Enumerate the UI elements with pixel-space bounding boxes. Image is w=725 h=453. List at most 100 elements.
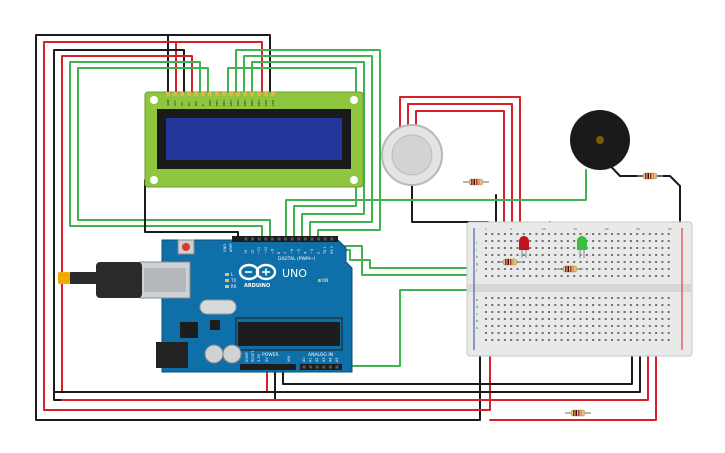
breadboard-hole[interactable] xyxy=(611,233,613,235)
breadboard-hole[interactable] xyxy=(648,275,651,277)
breadboard-hole[interactable] xyxy=(485,318,487,320)
lcd-pin[interactable] xyxy=(222,92,226,96)
breadboard-hole[interactable] xyxy=(667,297,670,299)
breadboard-hole[interactable] xyxy=(636,297,639,299)
breadboard-hole[interactable] xyxy=(573,233,576,235)
breadboard-hole[interactable] xyxy=(529,318,532,320)
analog-pin[interactable] xyxy=(315,365,319,369)
breadboard-hole[interactable] xyxy=(642,311,645,313)
breadboard-hole[interactable] xyxy=(503,297,506,299)
breadboard-hole[interactable] xyxy=(566,304,569,306)
breadboard-hole[interactable] xyxy=(522,261,525,263)
breadboard-hole[interactable] xyxy=(510,304,513,306)
wire-red-sensor-2[interactable] xyxy=(407,103,513,227)
breadboard-hole[interactable] xyxy=(661,304,664,306)
breadboard-hole[interactable] xyxy=(617,332,620,334)
breadboard-hole[interactable] xyxy=(510,240,513,242)
breadboard-hole[interactable] xyxy=(548,240,550,242)
breadboard-hole[interactable] xyxy=(636,268,639,270)
breadboard-hole[interactable] xyxy=(491,339,494,341)
lcd-pin[interactable] xyxy=(215,92,219,96)
breadboard-hole[interactable] xyxy=(529,254,532,256)
breadboard-hole[interactable] xyxy=(617,304,620,306)
breadboard-hole[interactable] xyxy=(541,247,544,249)
breadboard-hole[interactable] xyxy=(667,339,670,341)
breadboard-hole[interactable] xyxy=(623,325,626,327)
breadboard-hole[interactable] xyxy=(573,297,576,299)
breadboard-hole[interactable] xyxy=(604,297,607,299)
breadboard-hole[interactable] xyxy=(629,311,632,313)
lcd-pin[interactable] xyxy=(250,92,254,96)
breadboard-hole[interactable] xyxy=(529,247,532,249)
breadboard-hole[interactable] xyxy=(535,247,538,249)
breadboard-hole[interactable] xyxy=(548,325,550,327)
breadboard-hole[interactable] xyxy=(503,275,506,277)
breadboard-hole[interactable] xyxy=(566,311,569,313)
breadboard-hole[interactable] xyxy=(604,304,607,306)
breadboard-hole[interactable] xyxy=(510,339,513,341)
breadboard-hole[interactable] xyxy=(598,339,601,341)
breadboard-hole[interactable] xyxy=(548,247,550,249)
breadboard-hole[interactable] xyxy=(560,275,563,277)
breadboard-hole[interactable] xyxy=(554,339,557,341)
breadboard-hole[interactable] xyxy=(585,318,588,320)
breadboard-hole[interactable] xyxy=(535,240,538,242)
breadboard-hole[interactable] xyxy=(516,325,519,327)
breadboard-hole[interactable] xyxy=(667,233,670,235)
breadboard-hole[interactable] xyxy=(541,275,544,277)
breadboard-hole[interactable] xyxy=(636,332,639,334)
breadboard-hole[interactable] xyxy=(485,325,487,327)
breadboard-hole[interactable] xyxy=(535,311,538,313)
digital-pin[interactable] xyxy=(251,237,255,241)
breadboard-hole[interactable] xyxy=(579,339,582,341)
breadboard-hole[interactable] xyxy=(592,268,595,270)
breadboard-hole[interactable] xyxy=(579,297,582,299)
breadboard-hole[interactable] xyxy=(510,332,513,334)
breadboard-hole[interactable] xyxy=(566,261,569,263)
breadboard-hole[interactable] xyxy=(529,332,532,334)
breadboard-hole[interactable] xyxy=(604,275,607,277)
breadboard-hole[interactable] xyxy=(516,318,519,320)
breadboard-hole[interactable] xyxy=(592,311,595,313)
breadboard-hole[interactable] xyxy=(497,311,500,313)
breadboard-hole[interactable] xyxy=(661,332,664,334)
breadboard-hole[interactable] xyxy=(497,268,500,270)
breadboard-hole[interactable] xyxy=(491,311,494,313)
breadboard-hole[interactable] xyxy=(585,297,588,299)
breadboard-hole[interactable] xyxy=(541,339,544,341)
breadboard-hole[interactable] xyxy=(535,254,538,256)
breadboard-hole[interactable] xyxy=(655,332,658,334)
breadboard-hole[interactable] xyxy=(535,233,538,235)
breadboard-hole[interactable] xyxy=(560,304,563,306)
wire-red-sensor-1[interactable] xyxy=(399,96,521,227)
breadboard-hole[interactable] xyxy=(642,247,645,249)
breadboard-hole[interactable] xyxy=(667,275,670,277)
breadboard-hole[interactable] xyxy=(617,240,620,242)
breadboard-hole[interactable] xyxy=(510,268,513,270)
breadboard-hole[interactable] xyxy=(497,233,500,235)
breadboard-hole[interactable] xyxy=(661,311,664,313)
breadboard-hole[interactable] xyxy=(623,254,626,256)
breadboard-hole[interactable] xyxy=(667,318,670,320)
breadboard-hole[interactable] xyxy=(636,261,639,263)
breadboard-hole[interactable] xyxy=(503,339,506,341)
breadboard-hole[interactable] xyxy=(541,318,544,320)
breadboard-hole[interactable] xyxy=(667,311,670,313)
breadboard-hole[interactable] xyxy=(554,304,557,306)
breadboard-hole[interactable] xyxy=(541,254,544,256)
breadboard-hole[interactable] xyxy=(541,297,544,299)
breadboard-hole[interactable] xyxy=(642,325,645,327)
breadboard-hole[interactable] xyxy=(667,247,670,249)
wire-red-lcd-right[interactable] xyxy=(175,41,263,93)
piezo-buzzer[interactable] xyxy=(570,110,630,170)
breadboard-hole[interactable] xyxy=(642,254,645,256)
breadboard-hole[interactable] xyxy=(604,233,607,235)
breadboard-hole[interactable] xyxy=(611,261,613,263)
breadboard-hole[interactable] xyxy=(642,240,645,242)
gas-sensor[interactable] xyxy=(381,124,443,186)
breadboard-hole[interactable] xyxy=(604,332,607,334)
breadboard-hole[interactable] xyxy=(598,261,601,263)
breadboard-hole[interactable] xyxy=(661,297,664,299)
breadboard-hole[interactable] xyxy=(611,318,613,320)
breadboard-hole[interactable] xyxy=(529,268,532,270)
